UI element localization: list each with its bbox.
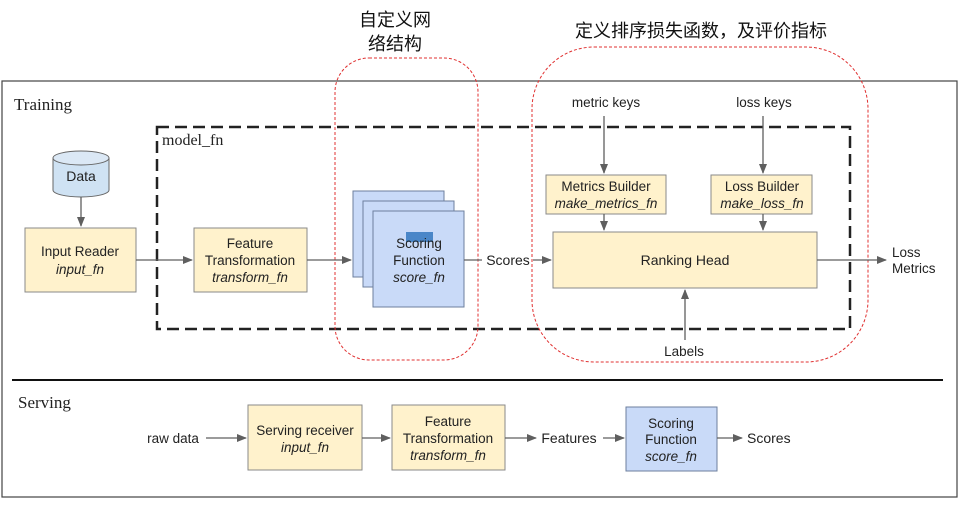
serving-receiver-title: Serving receiver	[256, 423, 354, 438]
ranking-head-title: Ranking Head	[641, 252, 730, 268]
loss-builder-title: Loss Builder	[725, 179, 800, 194]
ranking-head-box	[552, 231, 818, 289]
feature-transformation-title-1: Feature	[227, 236, 274, 251]
loss-metrics-highlight	[531, 46, 869, 363]
scoring-function-box	[372, 210, 465, 308]
selection-highlight	[406, 232, 433, 242]
serving-receiver-box	[247, 404, 363, 471]
serving-scores-label: Scores	[747, 430, 791, 446]
scoring-function-title-2: Function	[393, 253, 445, 268]
input-reader-fn: input_fn	[56, 262, 104, 277]
feature-transformation-box	[193, 227, 308, 293]
scoring-function-title-1: Scoring	[396, 236, 442, 251]
data-source-icon	[52, 150, 110, 198]
serving-receiver-fn: input_fn	[281, 440, 329, 455]
metric-keys-label: metric keys	[572, 95, 641, 110]
scoring-function-fn: score_fn	[393, 270, 445, 285]
feature-transformation-title-2: Transformation	[205, 253, 295, 268]
input-reader-box	[24, 227, 137, 293]
features-label: Features	[541, 430, 596, 446]
metrics-builder-title: Metrics Builder	[561, 179, 651, 194]
loss-builder-fn: make_loss_fn	[720, 196, 803, 211]
outer-frame	[1, 80, 958, 498]
raw-data-label: raw data	[147, 431, 199, 446]
outputs-loss-label: Loss	[892, 245, 921, 260]
loss-keys-label: loss keys	[736, 95, 792, 110]
feature-transformation-fn: transform_fn	[212, 270, 288, 285]
serving-feature-transformation-fn: transform_fn	[410, 448, 486, 463]
serving-feature-transformation-box	[391, 404, 506, 471]
metrics-builder-box	[545, 174, 667, 215]
serving-scoring-function-fn: score_fn	[645, 449, 697, 464]
custom-network-annotation-line1: 自定义网	[359, 10, 431, 31]
labels-label: Labels	[664, 344, 704, 359]
loss-builder-box	[710, 174, 813, 215]
serving-scoring-function-title-2: Function	[645, 432, 697, 447]
serving-feature-transformation-title-1: Feature	[425, 414, 472, 429]
loss-metrics-annotation: 定义排序损失函数，及评价指标	[575, 21, 827, 42]
custom-network-annotation-line2: 络结构	[368, 34, 422, 55]
outputs-metrics-label: Metrics	[892, 261, 936, 276]
serving-feature-transformation-title-2: Transformation	[403, 431, 493, 446]
metrics-builder-fn: make_metrics_fn	[555, 196, 658, 211]
model-fn-boundary	[155, 125, 852, 331]
serving-scoring-function-box	[625, 406, 718, 472]
input-reader-title: Input Reader	[41, 244, 120, 259]
data-label: Data	[66, 168, 96, 184]
serving-scoring-function-title-1: Scoring	[648, 416, 694, 431]
model-fn-label: model_fn	[162, 132, 223, 149]
training-section-label: Training	[14, 95, 72, 114]
custom-network-highlight	[334, 57, 479, 361]
scores-label: Scores	[486, 252, 530, 268]
serving-section-label: Serving	[18, 393, 71, 412]
